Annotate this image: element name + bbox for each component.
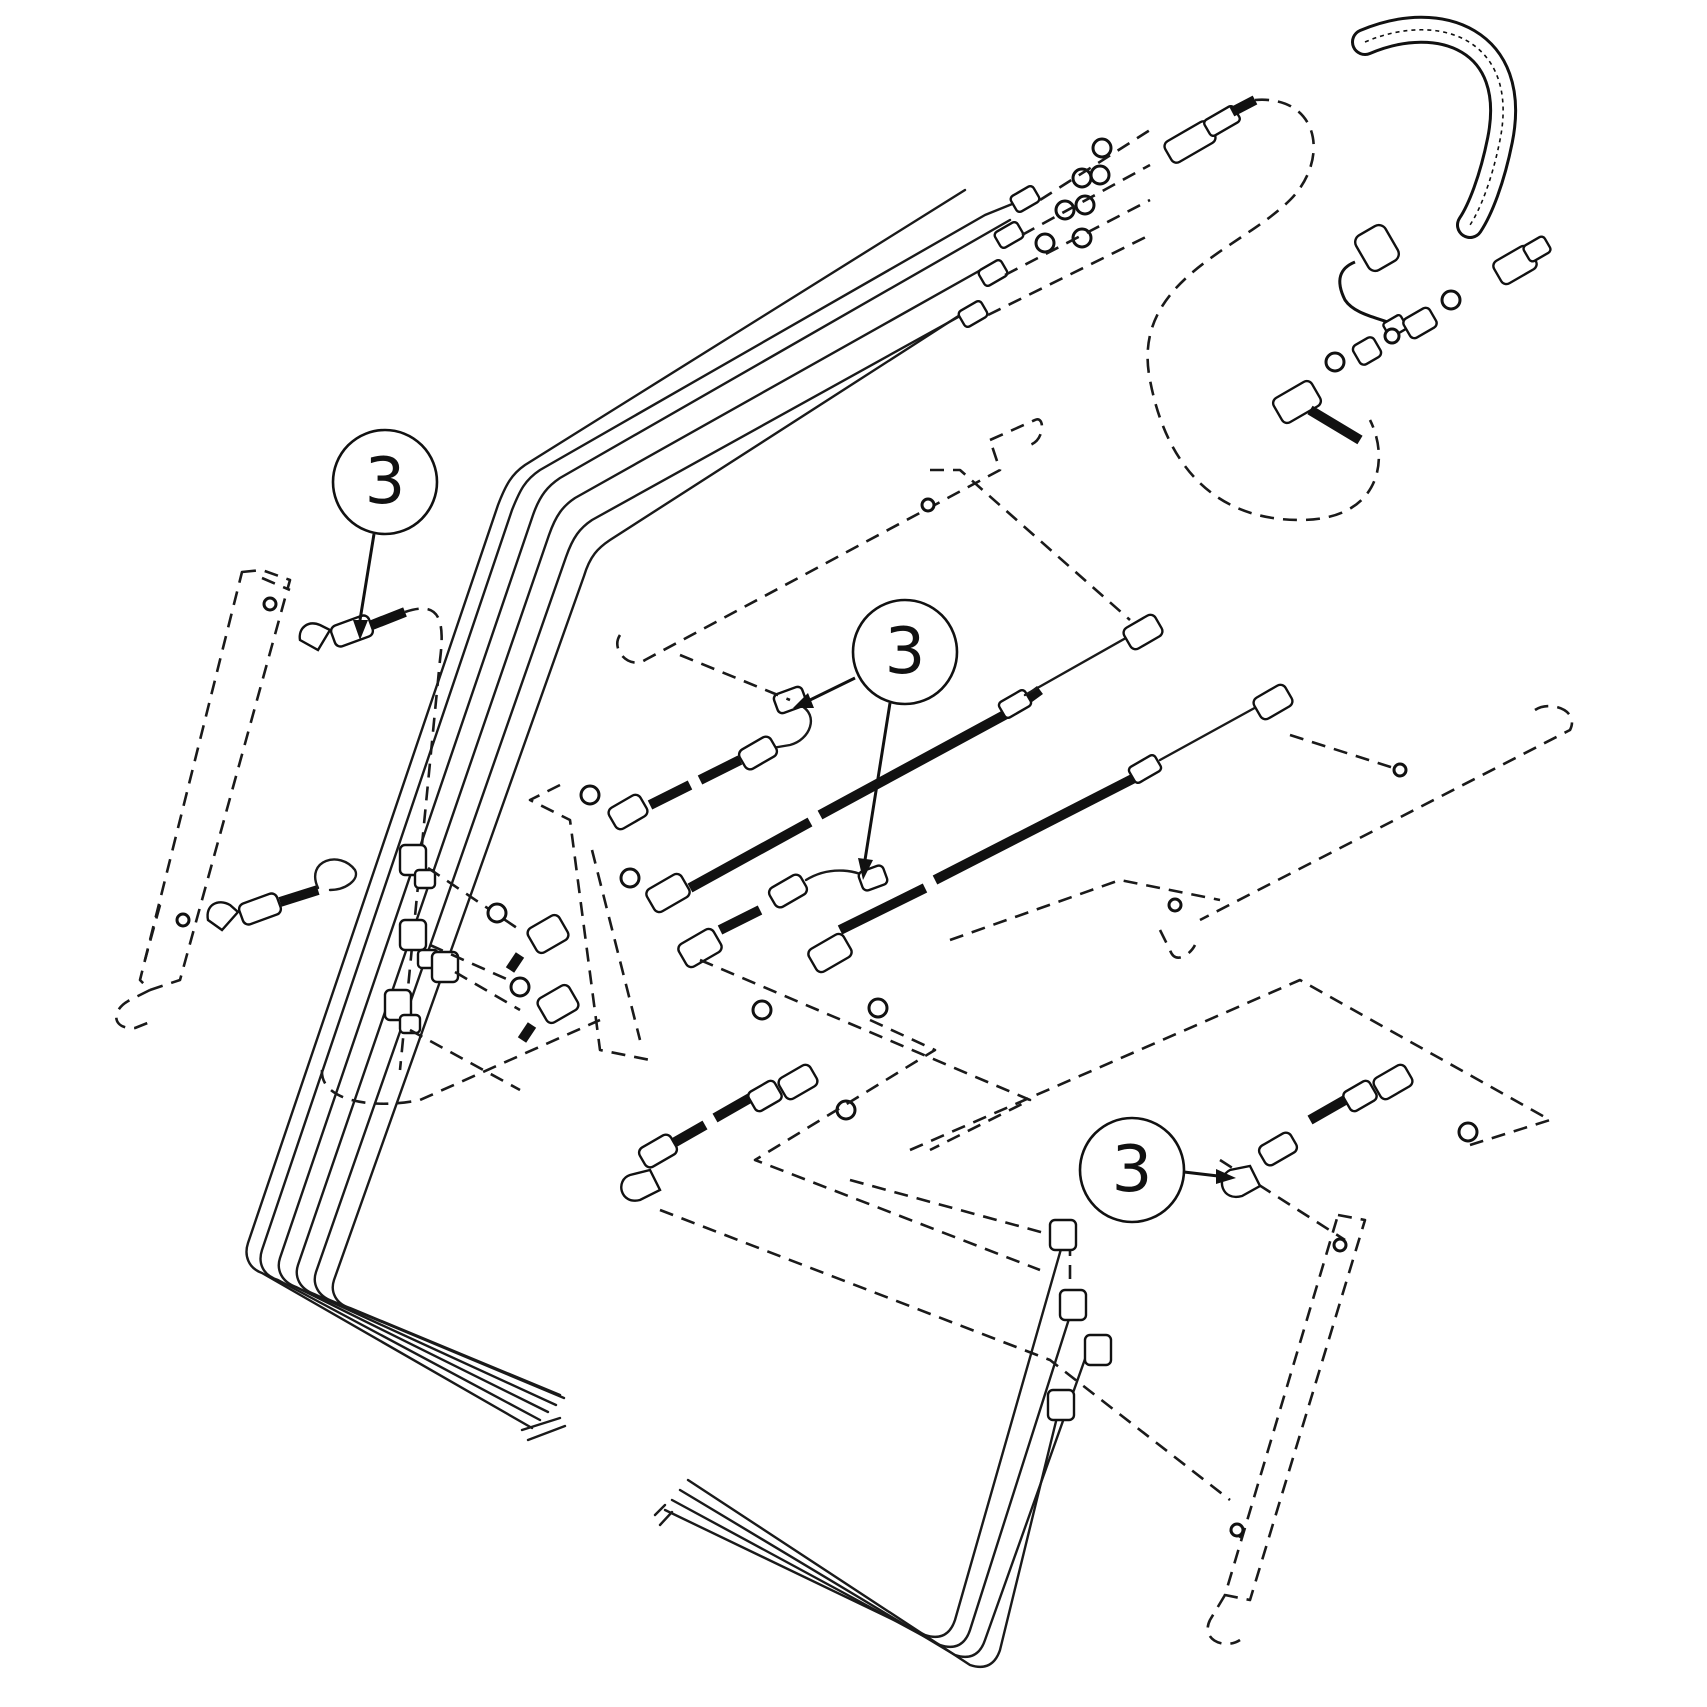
bundle-tee-fittings xyxy=(383,843,460,1035)
o-rings-center xyxy=(579,784,1479,1143)
o-rings-top xyxy=(1034,137,1113,254)
tube-end-fittings-right xyxy=(1046,1218,1113,1422)
hose-elbow-left-lower xyxy=(206,858,358,932)
callout-label: 3 xyxy=(885,615,926,689)
hose-assembly-bottom-left xyxy=(620,1063,819,1202)
callout-circle xyxy=(1078,1116,1186,1224)
hose-elbow-left-upper xyxy=(298,607,443,1071)
cylinder-phantom-center xyxy=(616,418,1131,702)
tube-bundle-right xyxy=(653,1233,1092,1669)
callout-3-left: 3 xyxy=(331,428,439,640)
callout-3-center: 3 xyxy=(793,598,959,880)
center-hose-assemblies xyxy=(607,613,1294,974)
cylinder-phantom-right xyxy=(949,704,1574,959)
callout-label: 3 xyxy=(1112,1133,1153,1207)
hose-assembly-bottom-right xyxy=(1220,1063,1414,1199)
swivel-fittings-center-left xyxy=(505,913,580,1043)
callout-circle xyxy=(851,598,959,706)
adapter-fitting-top xyxy=(1163,95,1258,164)
tube-end-fittings-top xyxy=(957,184,1041,329)
callout-label: 3 xyxy=(365,445,406,519)
gauge-line-assembly xyxy=(1271,223,1552,445)
tube-bundle-left xyxy=(245,188,1029,1442)
braided-hose-sleeve xyxy=(1351,15,1518,239)
callout-3-right: 3 xyxy=(1078,1116,1236,1224)
callout-circle xyxy=(331,428,439,536)
cylinder-phantom-left xyxy=(114,568,292,1030)
cylinder-phantom-bottom-right xyxy=(1206,1213,1367,1646)
dashed-leaders-top xyxy=(987,98,1381,522)
dashed-leaders-bottom xyxy=(659,958,1552,1502)
